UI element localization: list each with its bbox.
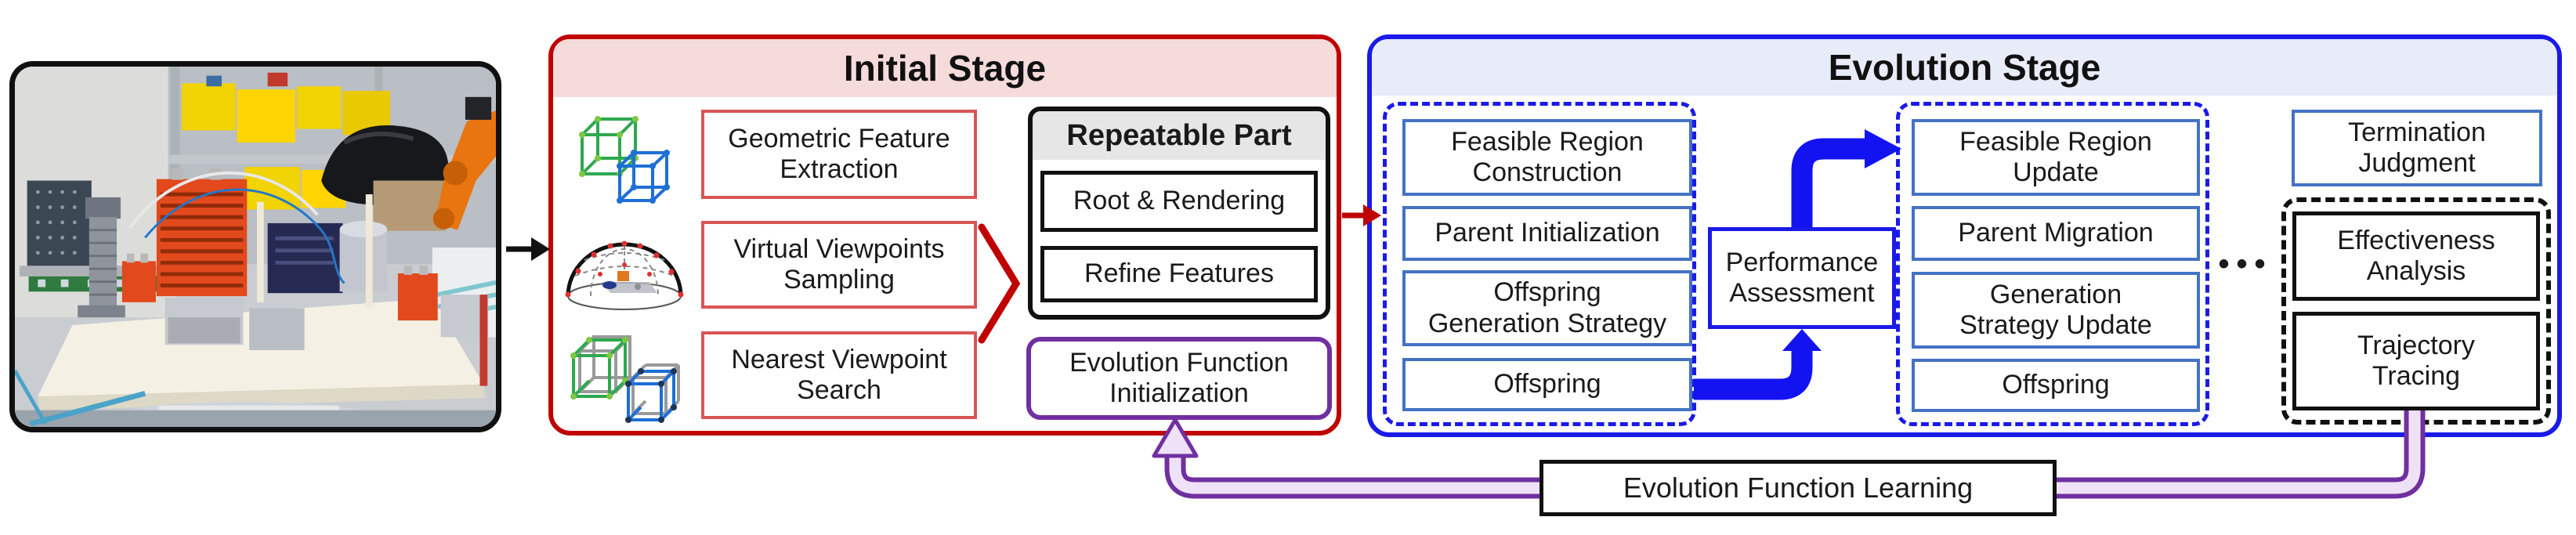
repeatable-item-label: Refine Features bbox=[1084, 258, 1274, 289]
matched-cubes-icon bbox=[570, 335, 680, 423]
evolution-function-learning-label: Evolution Function Learning bbox=[1623, 472, 1974, 504]
initial-stage-frame: Initial Stage bbox=[548, 34, 1341, 436]
evolution-function-learning-box: Evolution Function Learning bbox=[1539, 460, 2057, 516]
repeatable-part-title: Repeatable Part bbox=[1066, 118, 1292, 152]
performance-assessment-label: Performance Assessment bbox=[1725, 247, 1879, 308]
step-label: Nearest Viewpoint Search bbox=[731, 344, 947, 405]
item-label: Trajectory Tracing bbox=[2357, 330, 2475, 391]
robot-arm bbox=[432, 96, 496, 230]
parent-migration-box: Parent Migration bbox=[1912, 206, 2200, 261]
item-label: Offspring bbox=[2002, 370, 2110, 400]
repeatable-part-header: Repeatable Part bbox=[1033, 111, 1326, 160]
item-label: Feasible Region Update bbox=[1959, 126, 2152, 187]
virtual-viewpoints-sampling-box: Virtual Viewpoints Sampling bbox=[701, 221, 977, 309]
item-label: Parent Migration bbox=[1958, 218, 2154, 248]
generation-strategy-update-box: Generation Strategy Update bbox=[1912, 272, 2200, 349]
iteration-ellipsis: ••• bbox=[2208, 244, 2283, 284]
offspring-box: Offspring bbox=[1402, 358, 1692, 411]
item-label: Offspring bbox=[1493, 369, 1601, 399]
viewpoint-dome-icon bbox=[565, 240, 684, 310]
item-label: Generation Strategy Update bbox=[1959, 279, 2152, 340]
step-label: Virtual Viewpoints Sampling bbox=[733, 233, 945, 295]
effectiveness-analysis-box: Effectiveness Analysis bbox=[2292, 211, 2540, 301]
ellipsis-dots: ••• bbox=[2218, 246, 2273, 281]
trajectory-tracing-box: Trajectory Tracing bbox=[2292, 312, 2540, 410]
evolution-function-initialization-box: Evolution Function Initialization bbox=[1026, 337, 1332, 420]
feasible-region-update-box: Feasible Region Update bbox=[1912, 119, 2200, 196]
evolution-stage-frame: Evolution Stage bbox=[1367, 34, 2562, 437]
item-label: Parent Initialization bbox=[1435, 218, 1660, 248]
orange-radiator bbox=[156, 168, 248, 297]
initial-stage-title: Initial Stage bbox=[843, 48, 1047, 89]
evolution-stage-title: Evolution Stage bbox=[1828, 47, 2101, 88]
repeatable-item-label: Root & Rendering bbox=[1073, 186, 1286, 216]
item-label: Effectiveness Analysis bbox=[2337, 225, 2495, 286]
navy-pump bbox=[267, 221, 388, 294]
termination-judgment-label: Termination Judgment bbox=[2348, 117, 2486, 178]
step-label: Geometric Feature Extraction bbox=[728, 123, 950, 184]
item-label: Feasible Region Construction bbox=[1451, 126, 1644, 187]
initial-stage-header: Initial Stage bbox=[553, 39, 1337, 97]
wireframe-cubes-icon bbox=[579, 116, 670, 204]
efi-label: Evolution Function Initialization bbox=[1069, 347, 1289, 408]
offspring-generation-strategy-box: Offspring Generation Strategy bbox=[1402, 270, 1692, 346]
feasible-region-construction-box: Feasible Region Construction bbox=[1402, 119, 1692, 196]
workcell-photo bbox=[9, 61, 501, 432]
nearest-viewpoint-search-box: Nearest Viewpoint Search bbox=[701, 331, 977, 419]
geometric-feature-extraction-box: Geometric Feature Extraction bbox=[701, 110, 977, 199]
refine-features-box: Refine Features bbox=[1040, 246, 1318, 302]
item-label: Offspring Generation Strategy bbox=[1427, 277, 1667, 338]
offspring-next-box: Offspring bbox=[1912, 359, 2200, 412]
performance-assessment-box: Performance Assessment bbox=[1708, 227, 1896, 329]
root-rendering-box: Root & Rendering bbox=[1040, 171, 1318, 232]
parent-initialization-box: Parent Initialization bbox=[1402, 206, 1692, 261]
termination-judgment-box: Termination Judgment bbox=[2292, 110, 2542, 186]
robot-workcell-photo bbox=[15, 67, 496, 427]
evolution-stage-header: Evolution Stage bbox=[1372, 39, 2557, 96]
